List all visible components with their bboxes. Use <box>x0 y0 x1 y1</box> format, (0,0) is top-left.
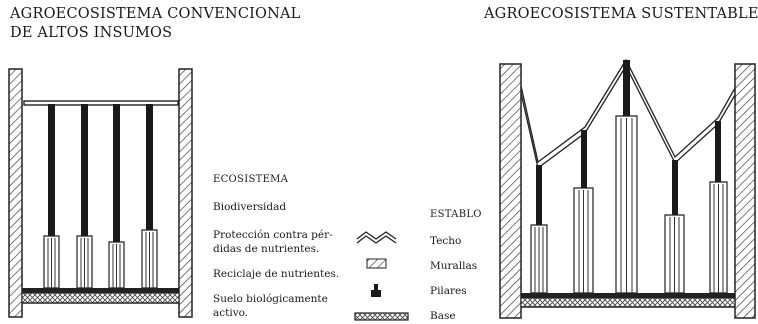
left-pillar <box>76 104 93 289</box>
ecosistema-item-reciclaje: Reciclaje de nutrientes. <box>213 268 340 280</box>
right-wall-left <box>499 63 522 319</box>
ecosistema-item-proteccion-line-1: Protección contra pér- <box>213 229 333 241</box>
right-pillar <box>709 121 728 294</box>
legend-symbols <box>354 231 409 321</box>
left-pillar <box>43 104 60 289</box>
left-pillar <box>108 104 125 289</box>
right-pillar <box>615 60 638 294</box>
establo-item-base: Base <box>430 310 456 322</box>
ecosistema-item-suelo-line-2: activo. <box>213 307 249 319</box>
left-diagram-title: AGROECOSISTEMA CONVENCIONAL DE ALTOS INS… <box>10 5 301 43</box>
left-wall-right <box>178 68 193 318</box>
left-wall-left <box>8 68 23 318</box>
right-diagram-title: AGROECOSISTEMA SUSTENTABLE <box>484 6 758 22</box>
ecosistema-item-biodiversidad: Biodiversidad <box>213 201 287 213</box>
establo-item-murallas: Murallas <box>430 260 478 272</box>
right-pillar <box>573 130 594 294</box>
wall-symbol-icon <box>366 258 387 269</box>
pillar-symbol-icon <box>371 284 381 297</box>
right-base-top <box>521 293 735 298</box>
ecosistema-item-proteccion-line-2: didas de nutrientes. <box>213 243 320 255</box>
left-pillar <box>141 104 158 289</box>
right-pillar <box>664 160 685 294</box>
roof-symbol-icon <box>356 231 397 240</box>
left-base-top <box>22 288 179 293</box>
conventional-agroecosystem-diagram <box>8 68 193 318</box>
establo-heading: ESTABLO <box>430 209 482 220</box>
left-base-soil <box>21 292 180 304</box>
sustainable-agroecosystem-diagram <box>499 58 756 319</box>
ecosistema-item-suelo-line-1: Suelo biológicamente <box>213 293 328 305</box>
establo-item-techo: Techo <box>430 235 462 247</box>
establo-item-pilares: Pilares <box>430 285 467 297</box>
left-title-line-1: AGROECOSISTEMA CONVENCIONAL <box>10 6 301 22</box>
ecosistema-heading: ECOSISTEMA <box>213 174 289 185</box>
base-symbol-icon <box>354 312 409 321</box>
right-pillar <box>530 165 548 294</box>
left-flat-roof <box>23 100 179 106</box>
left-title-line-2: DE ALTOS INSUMOS <box>10 25 173 41</box>
right-wall-right <box>734 63 756 319</box>
right-base-soil <box>520 297 736 308</box>
